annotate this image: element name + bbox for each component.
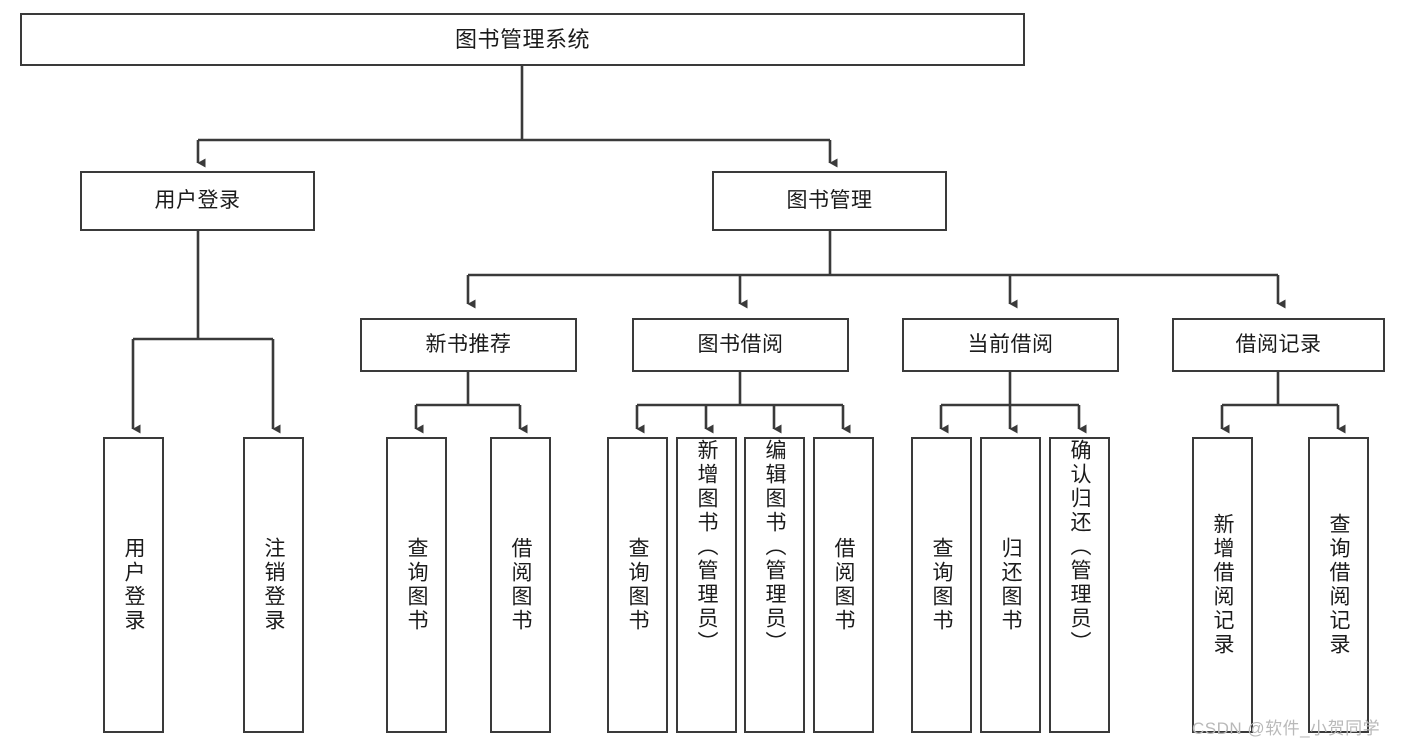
node-label: 查询图书 xyxy=(405,537,428,633)
leaf-query-book-current[interactable]: 查询图书 xyxy=(911,437,972,733)
leaf-query-book-recommend[interactable]: 查询图书 xyxy=(386,437,447,733)
node-label: 查询图书 xyxy=(930,537,953,633)
watermark-text: CSDN @软件_小贺同学 xyxy=(1192,719,1381,738)
node-label: 新增图书（管理员） xyxy=(695,439,718,655)
leaf-add-book-admin[interactable]: 新增图书（管理员） xyxy=(676,437,737,733)
node-label: 查询图书 xyxy=(626,537,649,633)
node-label: 借阅记录 xyxy=(1235,332,1322,356)
node-label: 用户登录 xyxy=(154,188,241,212)
node-book-management[interactable]: 图书管理 xyxy=(712,171,947,231)
leaf-edit-book-admin[interactable]: 编辑图书（管理员） xyxy=(744,437,805,733)
node-book-borrow[interactable]: 图书借阅 xyxy=(632,318,849,372)
node-borrow-record[interactable]: 借阅记录 xyxy=(1172,318,1385,372)
node-label: 归还图书 xyxy=(999,537,1022,633)
leaf-return-book[interactable]: 归还图书 xyxy=(980,437,1041,733)
leaf-add-borrow-record[interactable]: 新增借阅记录 xyxy=(1192,437,1253,733)
node-label: 图书借阅 xyxy=(697,332,784,356)
node-label: 确认归还（管理员） xyxy=(1068,439,1091,655)
node-label: 图书管理系统 xyxy=(454,26,590,52)
node-label: 图书管理 xyxy=(786,188,873,212)
leaf-confirm-return-admin[interactable]: 确认归还（管理员） xyxy=(1049,437,1110,733)
node-label: 用户登录 xyxy=(122,537,145,633)
node-label: 编辑图书（管理员） xyxy=(763,439,786,655)
leaf-user-login[interactable]: 用户登录 xyxy=(103,437,164,733)
leaf-borrow-book-recommend[interactable]: 借阅图书 xyxy=(490,437,551,733)
node-label: 查询借阅记录 xyxy=(1327,513,1350,657)
leaf-query-borrow-record[interactable]: 查询借阅记录 xyxy=(1308,437,1369,733)
node-label: 借阅图书 xyxy=(509,537,532,633)
node-root-system[interactable]: 图书管理系统 xyxy=(20,13,1025,66)
leaf-borrow-book[interactable]: 借阅图书 xyxy=(813,437,874,733)
node-user-login[interactable]: 用户登录 xyxy=(80,171,315,231)
leaf-logout-login[interactable]: 注销登录 xyxy=(243,437,304,733)
node-label: 借阅图书 xyxy=(832,537,855,633)
node-label: 注销登录 xyxy=(262,537,285,633)
leaf-query-book-borrow[interactable]: 查询图书 xyxy=(607,437,668,733)
node-label: 当前借阅 xyxy=(967,332,1054,356)
node-label: 新增借阅记录 xyxy=(1211,513,1234,657)
node-new-book-recommend[interactable]: 新书推荐 xyxy=(360,318,577,372)
node-current-borrow[interactable]: 当前借阅 xyxy=(902,318,1119,372)
node-label: 新书推荐 xyxy=(425,332,512,356)
